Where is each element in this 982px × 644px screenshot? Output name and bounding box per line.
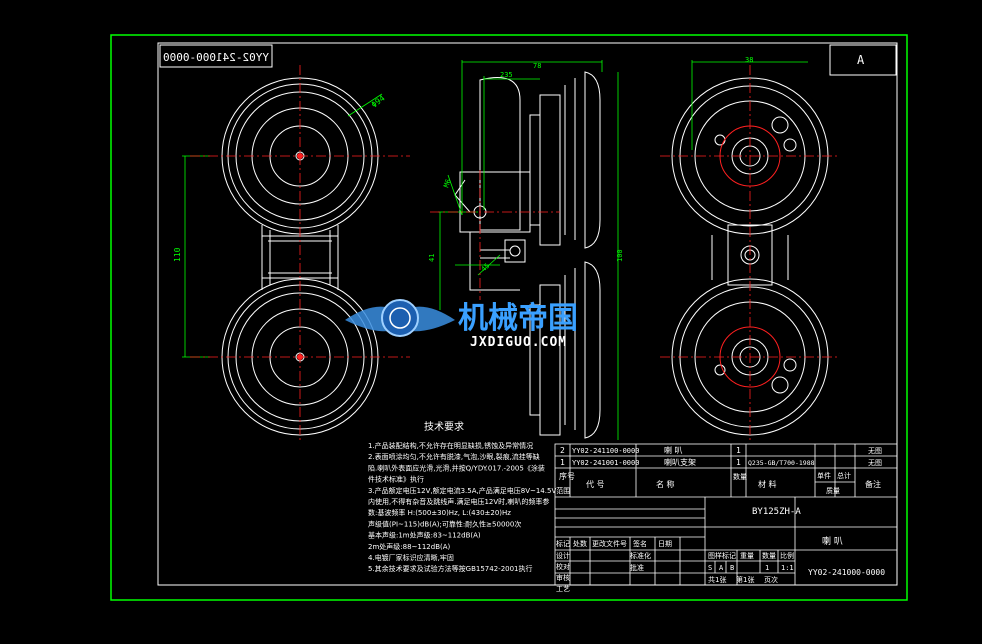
tech-req-line: 3.产品额定电压12V,额定电流3.5A,产品满足电压8V~14.5V范围 xyxy=(368,486,570,495)
hdr-name: 名 称 xyxy=(656,479,675,489)
right-view xyxy=(671,77,829,436)
stage-mark: A xyxy=(719,564,724,572)
tech-req-line: 2.表面喷涂均匀,不允许有脱漆,气泡,沙眼,裂痕,流挂等缺 xyxy=(368,452,540,461)
weight-label: 重量 xyxy=(740,552,754,560)
part-code: YY02-241000-0000 xyxy=(808,568,885,577)
dim-phi-leader xyxy=(347,93,383,117)
model-text: BY125ZH-A xyxy=(752,507,801,517)
tech-req-line: 声级值(PI~115)dB(A);可靠性:耐久性≥50000次 xyxy=(368,519,521,528)
mirrored-code-box: YY02-241000-0000 xyxy=(159,44,273,68)
hdr-note: 备注 xyxy=(865,479,881,489)
sheet-info-item: 共1张 xyxy=(708,575,726,584)
bom-seq: 2 xyxy=(560,446,565,455)
dim-angle: 45 xyxy=(480,262,492,274)
hdr-total-mass: 总计 xyxy=(837,471,851,480)
std-label: 标准化 xyxy=(630,551,651,560)
sheet-info-item: 页次 xyxy=(764,575,778,584)
bom-note: 无图 xyxy=(868,459,882,467)
change-label: 标记 xyxy=(556,539,570,548)
bom-code: YY02-241100-0000 xyxy=(572,447,639,455)
change-labels: 标记处数更改文件号签名 日期 xyxy=(556,539,672,548)
dim-small-1: 41 xyxy=(428,254,436,262)
part-name: 喇 叭 xyxy=(822,535,843,547)
change-label: 签名 xyxy=(633,539,647,548)
bom-header: 序号 代 号 名 称 数量 材 料 单件 总计 质量 备注 xyxy=(559,471,881,495)
bom-qty: 1 xyxy=(736,446,741,455)
qty-label: 数量 xyxy=(762,551,776,560)
role-label: 设计 xyxy=(556,551,570,560)
bom-code: YY02-241001-0000 xyxy=(572,459,639,467)
left-view xyxy=(182,77,379,436)
stage-mark: B xyxy=(730,564,734,572)
bom-qty: 1 xyxy=(736,458,741,467)
change-label: 处数 xyxy=(573,539,587,548)
dim-small-2: M6 xyxy=(442,178,452,189)
tech-req-title: 技术要求 xyxy=(424,420,464,433)
side-centerlines xyxy=(430,170,560,300)
stage-mark: S xyxy=(708,564,712,572)
side-dim-lines xyxy=(438,60,603,310)
qty-value: 1 xyxy=(765,564,769,572)
center-dot-top xyxy=(297,153,303,159)
dim-small-3: 100 xyxy=(616,249,624,262)
dim-top-left: 235 xyxy=(500,71,513,79)
hdr-unit-mass: 单件 xyxy=(817,471,831,480)
dim-vertical-left: 110 xyxy=(173,247,182,262)
hdr-mass: 质量 xyxy=(826,486,840,495)
left-centerlines xyxy=(190,65,410,440)
outer-frame xyxy=(110,34,908,601)
tech-req-line: 基本声级:1m处声级:83~112dB(A) xyxy=(368,531,481,540)
tech-req-line: 5.其余技术要求及试验方法等按GB15742-2001执行 xyxy=(368,564,533,573)
hdr-material: 材 料 xyxy=(758,479,777,489)
sheet-letter-box: A xyxy=(829,44,897,76)
bom-seq: 1 xyxy=(560,458,565,467)
hdr-code: 代 号 xyxy=(586,479,605,489)
bom-name: 喇叭支架 xyxy=(664,457,696,467)
hdr-seq: 序号 xyxy=(559,471,575,481)
tech-req-line: 内使用,不得有杂音及跳线声.满足电压12V时,喇叭的频率参 xyxy=(368,497,549,506)
change-label: 日期 xyxy=(658,540,672,548)
title-block xyxy=(554,443,898,586)
tech-req-line: 件技术标准》执行 xyxy=(368,475,424,484)
bom-note: 无图 xyxy=(868,447,882,455)
approve-label: 批准 xyxy=(630,563,644,572)
stage-label: 图样标记 xyxy=(708,551,736,560)
watermark-url: JXDIGUO.COM xyxy=(470,335,567,350)
inner-frame xyxy=(157,42,898,586)
hdr-qty: 数量 xyxy=(733,472,747,481)
role-label: 审核 xyxy=(556,573,570,582)
sheet-info: 共1张 第1张 页次 xyxy=(708,575,778,584)
tech-req-line: 数:基波频率 H:(500±30)Hz, L:(430±20)Hz xyxy=(368,508,511,517)
tech-req-line: 1.产品装配结构,不允许存在明显缺损,锈蚀及异常情况 xyxy=(368,441,533,450)
dim-right: 38 xyxy=(745,56,753,64)
right-red-circles xyxy=(719,125,781,388)
mirrored-code-text: YY02-241000-0000 xyxy=(163,51,269,64)
tech-req-lines: 1.产品装配结构,不允许存在明显缺损,锈蚀及异常情况 2.表面喷涂均匀,不允许有脱… xyxy=(368,441,570,573)
right-centerlines xyxy=(660,65,840,440)
change-label: 更改文件号 xyxy=(592,539,627,548)
tech-req-line: 4.电镀厂家标识应清晰,牢固 xyxy=(368,553,454,562)
scale-value: 1:1 xyxy=(781,564,794,572)
right-dim-lines xyxy=(691,60,808,150)
sheet-info-item: 第1张 xyxy=(736,575,754,584)
dim-top-total: 78 xyxy=(533,62,541,70)
role-label: 校对 xyxy=(556,562,570,571)
bom-name: 喇 叭 xyxy=(664,445,683,455)
tech-req-line: 陷.喇叭外表面应光滑,光滑,并按Q/YDY.017.-2005《涂装 xyxy=(368,463,545,472)
scale-label: 比例 xyxy=(780,551,794,560)
role-label: 工艺 xyxy=(556,585,570,593)
watermark-logo xyxy=(345,299,455,337)
center-dot-bottom xyxy=(297,354,303,360)
sheet-letter: A xyxy=(857,53,865,67)
watermark-cn: 机械帝国 xyxy=(458,301,578,336)
tech-req-line: 2m处声级:88~112dB(A) xyxy=(368,542,451,551)
dim-phi: Φ94 xyxy=(370,93,387,109)
side-view xyxy=(454,71,601,439)
bom-material: Q235-GB/T700-1988 xyxy=(748,459,815,467)
